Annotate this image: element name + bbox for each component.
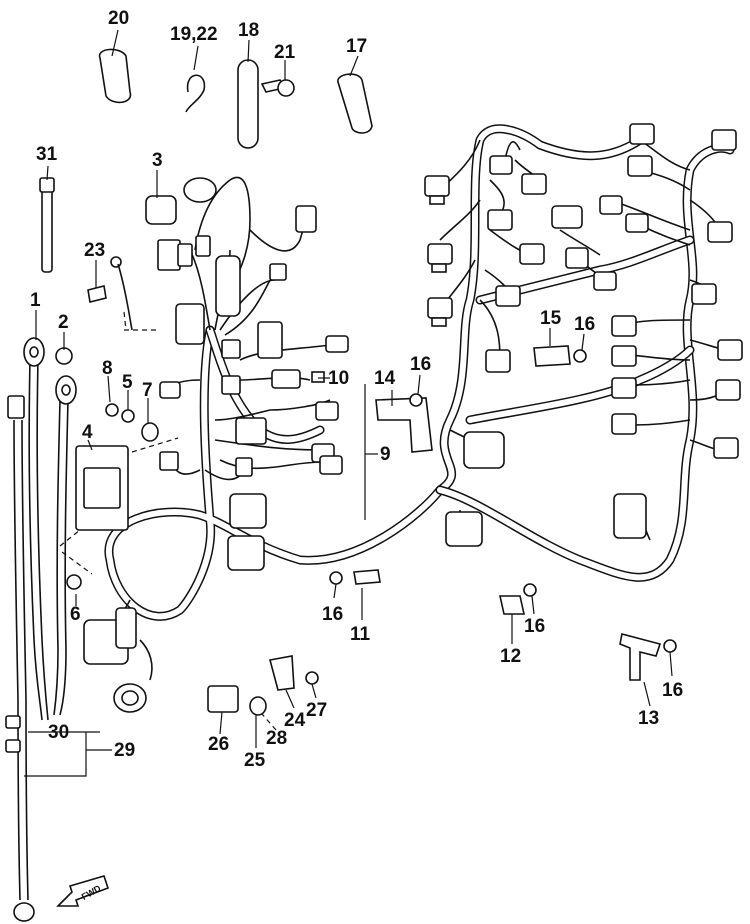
ties-and-bolts <box>39 177 159 590</box>
brackets <box>207 345 677 716</box>
callout-16d: 16 <box>524 616 545 637</box>
callout-23: 23 <box>84 240 105 261</box>
callout-20: 20 <box>108 8 129 29</box>
callout-14: 14 <box>374 368 396 389</box>
callout-26: 26 <box>208 734 229 755</box>
callout-5: 5 <box>122 372 133 393</box>
callout-27: 27 <box>306 700 327 721</box>
callout-13: 13 <box>638 708 659 729</box>
callout-28: 28 <box>266 728 287 749</box>
lower-left-parts <box>83 599 153 713</box>
fwd-arrow-icon: FWD <box>56 875 110 907</box>
callout-25: 25 <box>244 750 266 771</box>
callout-10: 10 <box>328 368 349 389</box>
callout-labels: 20 19,22 18 21 17 31 3 23 1 2 8 5 7 4 6 … <box>30 8 683 771</box>
callout-1: 1 <box>30 290 41 311</box>
callout-7: 7 <box>142 380 153 401</box>
callout-19-22: 19,22 <box>170 24 218 45</box>
callout-15: 15 <box>540 308 562 329</box>
center-cluster <box>145 176 349 571</box>
callout-30: 30 <box>48 722 69 743</box>
battery-cables <box>5 337 77 922</box>
callout-6: 6 <box>70 604 81 625</box>
callout-31: 31 <box>36 144 58 165</box>
callout-16e: 16 <box>662 680 683 701</box>
callout-16b: 16 <box>574 314 595 335</box>
callout-16c: 16 <box>322 604 343 625</box>
callout-18: 18 <box>238 20 259 41</box>
callout-4: 4 <box>82 422 93 443</box>
callout-2: 2 <box>58 312 69 333</box>
callout-24: 24 <box>284 710 306 731</box>
callout-29: 29 <box>114 740 135 761</box>
callout-17: 17 <box>346 36 367 57</box>
callout-21: 21 <box>274 42 296 63</box>
callout-9: 9 <box>380 444 391 465</box>
callout-8: 8 <box>102 358 113 379</box>
top-clamps <box>98 48 373 149</box>
leader-lines <box>24 29 673 777</box>
callout-11: 11 <box>350 624 371 645</box>
callout-12: 12 <box>500 646 521 667</box>
right-connectors <box>424 123 743 547</box>
callout-16a: 16 <box>410 354 431 375</box>
callout-3: 3 <box>152 150 163 171</box>
